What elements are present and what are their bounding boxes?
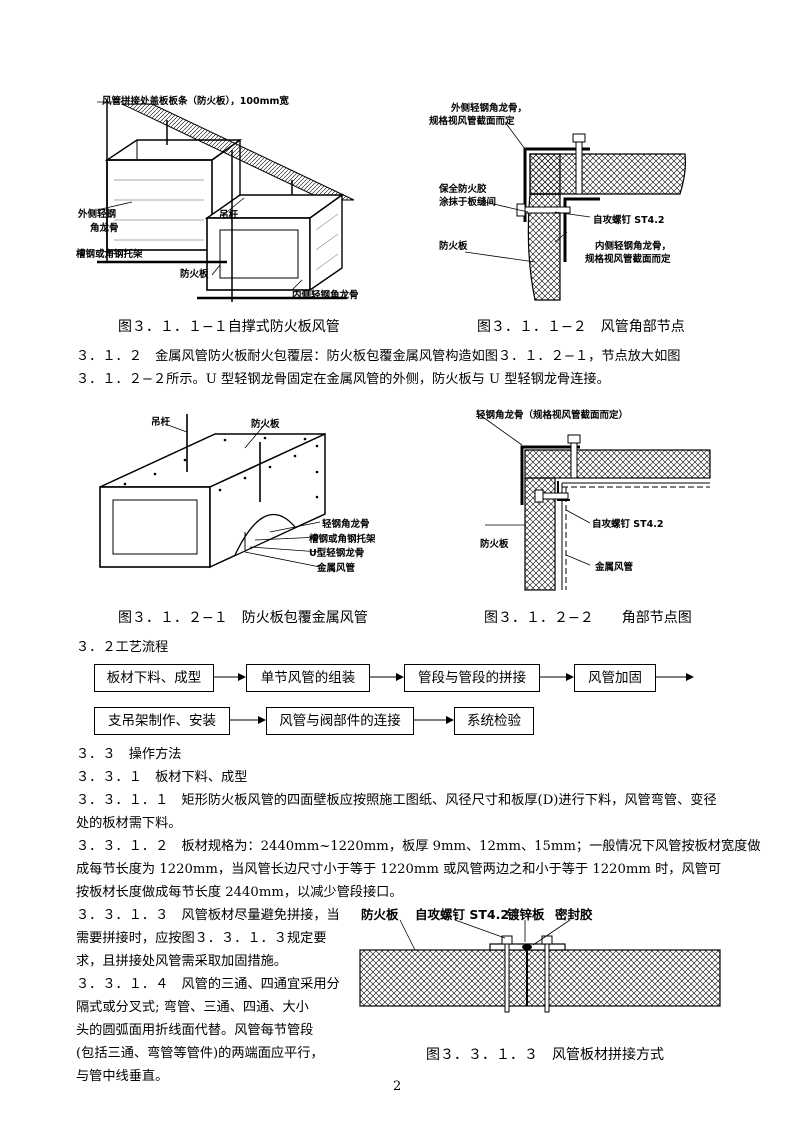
figure-clad-metal-duct: 吊杆 防火板 轻钢角龙骨 槽钢或角钢托架 U型轻钢龙骨 金属风管 <box>95 412 395 592</box>
label-angle-keel: 角龙骨 <box>90 223 119 234</box>
figure-caption: 图３．１．１−１自撑式防火板风管 <box>118 319 340 335</box>
paragraph-3-3-1-4-line5: 与管中线垂直。 <box>76 1069 169 1084</box>
label-outer-steel: 外侧轻钢 <box>78 209 117 220</box>
figure-caption: 图３．３．１．３ 风管板材拼接方式 <box>426 1047 664 1063</box>
label-screw: 自攻螺钉 ST4.2 <box>593 215 665 226</box>
paragraph-3-3-1-4-line1: ３．３．１．４ 风管的三通、四通宜采用分 <box>76 977 340 992</box>
heading-3-3: ３．３ 操作方法 <box>76 747 182 762</box>
label-cover-strip: 风管拼接处盖板板条（防火板），100mm宽 <box>102 96 289 107</box>
label-inner-angle: 内侧轻钢角龙骨， <box>595 241 672 252</box>
duct-corner-node-drawing <box>464 121 687 301</box>
figure-caption: 图３．１．２−１ 防火板包覆金属风管 <box>118 610 368 626</box>
figure-self-supporting-duct: 风管拼接处盖板板条（防火板），100mm宽 外侧轻钢 角龙骨 吊杆 槽钢或角钢托… <box>76 90 382 310</box>
label-screw: 自攻螺钉 ST4.2 <box>592 519 664 530</box>
paragraph-3-3-1-1-line2: 处的板材需下料。 <box>76 816 182 831</box>
flow-step-inspection: 系统检验 <box>454 707 534 735</box>
label-bracket: 槽钢或角钢托架 <box>309 534 376 545</box>
self-supporting-duct-drawing <box>96 100 355 302</box>
figure-caption: 图３．１．１−２ 风管角部节点 <box>477 319 685 335</box>
label-glue-seam: 涂抹于板缝间 <box>439 197 497 208</box>
paragraph-3-3-1-3-line3: 求，且拼接处风管需采取加固措施。 <box>76 954 287 969</box>
flow-step-reinforce: 风管加固 <box>574 664 656 692</box>
paragraph-3-3-1-2-line3: 按板材长度做成每节长度 2440mm，以减少管段接口。 <box>76 885 403 900</box>
paragraph-3-1-2-line2: ３．１．２−２所示。U 型轻钢龙骨固定在金属风管的外侧，防火板与 U 型轻钢龙骨… <box>76 372 610 387</box>
page-number: 2 <box>393 1079 402 1094</box>
paragraph-3-3-1-4-line2: 隔式或分叉式; 弯管、三通、四通、大小 <box>76 1000 309 1015</box>
paragraph-3-3-1-3-line1: ３．３．１．３ 风管板材尽量避免拼接，当 <box>76 908 340 923</box>
paragraph-3-3-1-3-line2: 需要拼接时，应按图３．３．１．３规定要 <box>76 931 327 946</box>
label-metal-duct: 金属风管 <box>317 563 356 574</box>
paragraph-3-3-1-2-line1: ３．３．１．２ 板材规格为：2440mm~1220mm，板厚 9mm、12mm、… <box>76 839 761 854</box>
figure-caption: 图３．１．２−２ 角部节点图 <box>484 610 692 626</box>
paragraph-3-1-2-line1: ３．１．２ 金属风管防火板耐火包覆层：防火板包覆金属风管构造如图３．１．２−１，… <box>76 349 681 364</box>
board-splicing-drawing <box>359 919 721 1013</box>
label-fireproof-board: 防火板 <box>439 241 468 252</box>
label-bracket: 槽钢或角钢托架 <box>76 249 143 260</box>
flow-step-hangers: 支吊架制作、安装 <box>94 707 230 735</box>
figure-board-splicing: 防火板 自攻螺钉 ST4.2 镀锌板 密封胶 <box>355 900 725 1030</box>
label-galvanized-plate: 镀锌板 <box>507 907 545 922</box>
label-fireproof-board: 防火板 <box>361 907 399 922</box>
paragraph-3-3-1-4-line4: (包括三通、弯管等管件)的两端面应平行， <box>76 1046 324 1061</box>
label-fireproof-board: 防火板 <box>251 419 280 430</box>
label-sealant: 密封胶 <box>555 907 593 922</box>
heading-3-3-1: ３．３．１ 板材下料、成型 <box>76 770 248 785</box>
corner-node-drawing <box>479 414 711 591</box>
label-outer-spec: 规格视风管截面而定 <box>429 116 515 127</box>
label-hanger: 吊杆 <box>151 417 171 428</box>
label-inner-spec: 规格视风管截面而定 <box>585 254 671 265</box>
flow-step-valves: 风管与阀部件的连接 <box>266 707 414 735</box>
paragraph-3-3-1-1-line1: ３．３．１．１ 矩形防火板风管的四面壁板应按照施工图纸、风径尺寸和板厚(D)进行… <box>76 793 717 808</box>
figure-duct-corner-node: 外侧轻钢角龙骨， 规格视风管截面而定 保全防火胶 涂抹于板缝间 自攻螺钉 ST4… <box>425 92 725 302</box>
clad-metal-duct-drawing <box>99 414 326 569</box>
figure-corner-node: 轻钢角龙骨（规格视风管截面而定） 防火板 自攻螺钉 ST4.2 金属风管 <box>470 405 720 595</box>
label-screw: 自攻螺钉 ST4.2 <box>415 907 510 922</box>
label-hanger: 吊杆 <box>219 210 239 221</box>
label-metal-duct: 金属风管 <box>595 562 634 573</box>
flow-step-assembly: 单节风管的组装 <box>246 664 370 692</box>
label-outer-angle: 外侧轻钢角龙骨， <box>451 103 528 114</box>
label-fireproof-board: 防火板 <box>480 539 509 550</box>
label-angle-keel: 轻钢角龙骨 <box>322 519 370 530</box>
heading-3-2: ３．２工艺流程 <box>76 640 169 655</box>
label-fire-glue: 保全防火胶 <box>439 184 487 195</box>
paragraph-3-3-1-4-line3: 头的圆弧面用折线面代替。风管每节管段 <box>76 1023 314 1038</box>
flow-arrows <box>213 673 694 724</box>
label-inner-steel: 内侧轻钢角龙骨 <box>292 290 359 301</box>
flow-step-cutting: 板材下料、成型 <box>94 664 214 692</box>
flow-step-joining: 管段与管段的拼接 <box>404 664 540 692</box>
label-light-steel-angle: 轻钢角龙骨（规格视风管截面而定） <box>476 410 629 421</box>
label-fireproof-board: 防火板 <box>180 269 209 280</box>
paragraph-3-3-1-2-line2: 成每节长度为 1220mm，当风管长边尺寸小于等于 1220mm 或风管两边之和… <box>76 862 722 877</box>
label-u-keel: U型轻钢龙骨 <box>309 548 365 559</box>
